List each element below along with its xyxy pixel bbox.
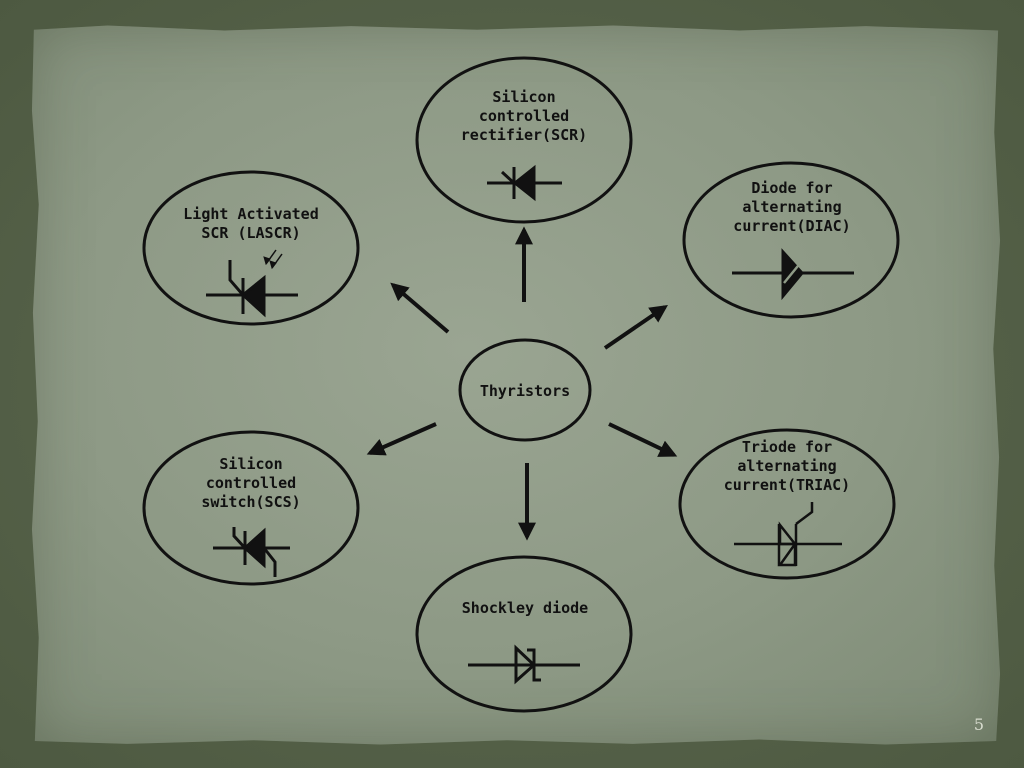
node-diac-ellipse [682,161,900,319]
node-lascr-ellipse [142,170,360,326]
lascr-symbol-icon [206,249,298,318]
paper-background [31,25,1001,745]
diac-symbol-icon [732,248,854,301]
scs-symbol-icon [213,527,290,577]
scr-symbol-icon [487,164,562,202]
node-shockley-label: Shockley diode [461,599,589,617]
node-triac-ellipse [678,428,896,580]
arrow-to-diac [603,304,668,350]
node-lascr-label: Light Activated SCR (LASCR) [183,205,319,242]
node-shockley-ellipse [415,555,633,713]
page-number: 5 [973,715,984,734]
arrow-to-lascr [390,282,450,334]
arrow-to-triac [608,422,678,457]
node-scr-ellipse [415,56,633,224]
triac-symbol-icon [734,502,842,567]
center-ellipse [458,338,592,442]
node-diac-label: Diode for alternating current(DIAC) [733,179,851,235]
node-scr-label: Silicon controlled rectifier(SCR) [460,88,588,144]
node-scs-label: Silicon controlled switch(SCS) [201,455,301,511]
shockley-symbol-icon [468,644,580,685]
arrow-to-scs [366,422,437,456]
center-label: Thyristors [479,382,571,400]
node-scs-ellipse [142,430,360,586]
node-triac-label: Triode for alternating current(TRIAC) [723,438,851,494]
